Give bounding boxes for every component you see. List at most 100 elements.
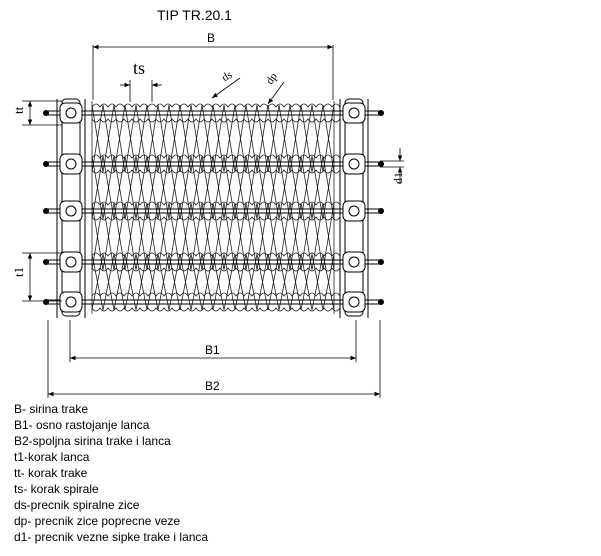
mesh-wire: [289, 155, 313, 220]
label-t1: t1: [11, 267, 26, 277]
legend-item: dp- precnik zice poprecne veze: [14, 514, 181, 528]
spiral-wave: [91, 252, 341, 257]
mesh-wire: [179, 253, 203, 311]
mesh-wire: [135, 253, 159, 311]
mesh-wire: [113, 155, 137, 220]
mesh-wire: [267, 104, 291, 173]
cross-rods: [43, 110, 384, 305]
mesh-wire: [289, 253, 313, 311]
mesh-wire: [223, 155, 247, 220]
mesh-wire: [157, 253, 181, 311]
mesh-wire: [311, 155, 335, 220]
legend-item: t1-korak lanca: [14, 450, 90, 464]
mesh-wire: [223, 202, 247, 271]
mesh-wire: [113, 253, 137, 311]
mesh-wire: [91, 155, 115, 220]
mesh-wire: [267, 253, 291, 311]
mesh-wire: [267, 155, 291, 220]
chain-pin: [65, 158, 77, 170]
mesh-wire: [179, 253, 203, 311]
mesh-wire: [157, 202, 181, 271]
chain-pin: [348, 158, 360, 170]
legend-item: B1- osno rastojanje lanca: [14, 418, 150, 432]
mesh-wire: [157, 104, 181, 173]
spiral-wave: [91, 118, 341, 123]
mesh-wire: [289, 104, 313, 173]
spiral-mesh: [91, 101, 341, 314]
legend-item: ts- korak spirale: [14, 482, 99, 496]
mesh-wire: [157, 155, 181, 220]
chain-pin: [348, 107, 360, 119]
mesh-wire: [223, 253, 247, 311]
spiral-wave: [91, 154, 341, 159]
mesh-wire: [245, 253, 269, 311]
label-B1: B1: [205, 343, 220, 357]
mesh-wire: [91, 253, 115, 311]
chain-pin: [348, 256, 360, 268]
mesh-wire: [267, 202, 291, 271]
mesh-wire: [135, 155, 159, 220]
spiral-wave: [91, 307, 341, 312]
mesh-wire: [91, 104, 115, 173]
label-tt: tt: [11, 106, 26, 114]
mesh-wire: [113, 202, 137, 271]
dimension-lines: [22, 44, 404, 398]
mesh-wire: [311, 253, 335, 311]
spiral-wave: [91, 216, 341, 221]
mesh-wire: [267, 253, 291, 311]
mesh-wire: [289, 202, 313, 271]
mesh-wire: [311, 202, 335, 271]
mesh-wire: [157, 155, 181, 220]
mesh-wire: [135, 202, 159, 271]
rod-end: [378, 259, 384, 265]
mesh-wire: [157, 253, 181, 311]
label-B2: B2: [205, 379, 220, 393]
mesh-wire: [201, 155, 225, 220]
mesh-wire: [113, 253, 137, 311]
drawing-title: TIP TR.20.1: [157, 7, 232, 23]
label-B: B: [207, 31, 215, 45]
mesh-wire: [201, 155, 225, 220]
mesh-wire: [223, 253, 247, 311]
rod-end: [43, 208, 49, 214]
rod-end: [378, 208, 384, 214]
mesh-wire: [201, 202, 225, 271]
mesh-wire: [245, 155, 269, 220]
mesh-wire: [135, 253, 159, 311]
rod-end: [43, 259, 49, 265]
mesh-wire: [267, 155, 291, 220]
chain-pin: [65, 107, 77, 119]
mesh-wire: [245, 253, 269, 311]
legend-item: ds-precnik spiralne zice: [14, 498, 140, 512]
spiral-wave: [91, 169, 341, 174]
mesh-wire: [113, 104, 137, 173]
mesh-wire: [91, 202, 115, 271]
mesh-wire: [245, 104, 269, 173]
chain-pin: [348, 205, 360, 217]
label-ds: ds: [220, 69, 234, 84]
mesh-wire: [91, 253, 115, 311]
chain-pin: [65, 296, 77, 308]
mesh-wire: [311, 253, 335, 311]
mesh-wire: [179, 155, 203, 220]
rod-end: [378, 299, 384, 305]
mesh-wire: [223, 104, 247, 173]
mesh-wire: [179, 155, 203, 220]
chain-pin: [65, 256, 77, 268]
legend-item: d1- precnik vezne sipke trake i lanca: [14, 530, 209, 544]
rod-end: [43, 161, 49, 167]
mesh-wire: [223, 155, 247, 220]
mesh-wire: [245, 155, 269, 220]
mesh-wire: [113, 155, 137, 220]
mesh-wire: [135, 104, 159, 173]
mesh-wire: [201, 104, 225, 173]
label-dp: dp: [264, 70, 280, 86]
spiral-wave: [91, 267, 341, 272]
mesh-wire: [135, 155, 159, 220]
mesh-wire: [179, 202, 203, 271]
mesh-wire: [179, 104, 203, 173]
spiral-wave: [91, 292, 341, 297]
mesh-wire: [289, 253, 313, 311]
mesh-wire: [245, 202, 269, 271]
